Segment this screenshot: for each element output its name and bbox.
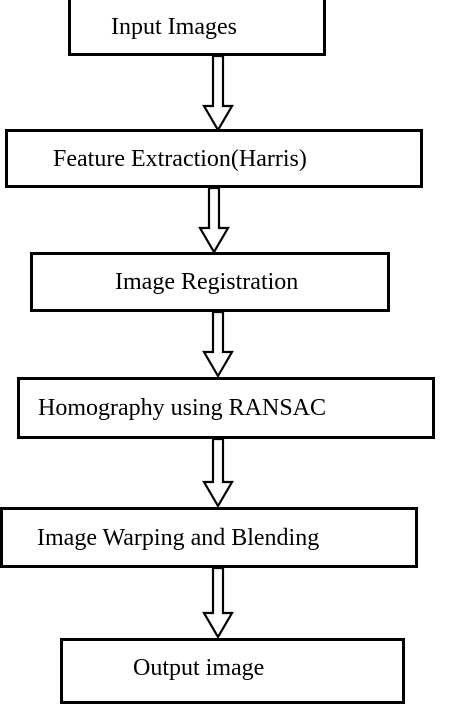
step-label: Output image [133, 655, 265, 681]
step-homography-ransac: Homography using RANSAC [17, 377, 435, 439]
down-arrow-icon [202, 437, 234, 509]
down-arrow-icon [202, 566, 234, 640]
step-label: Input Images [111, 13, 237, 40]
down-arrow-icon [202, 54, 234, 133]
step-image-registration: Image Registration [30, 252, 390, 312]
step-label: Image Registration [115, 269, 299, 295]
down-arrow-icon [198, 186, 230, 255]
step-label: Homography using RANSAC [38, 395, 327, 421]
step-label: Feature Extraction(Harris) [53, 145, 307, 172]
down-arrow-icon [202, 310, 234, 379]
step-feature-extraction: Feature Extraction(Harris) [5, 129, 423, 188]
step-output-image: Output image [60, 638, 405, 704]
step-label: Image Warping and Blending [37, 524, 320, 551]
step-input-images: Input Images [68, 0, 326, 56]
step-image-warping-blending: Image Warping and Blending [0, 507, 418, 568]
